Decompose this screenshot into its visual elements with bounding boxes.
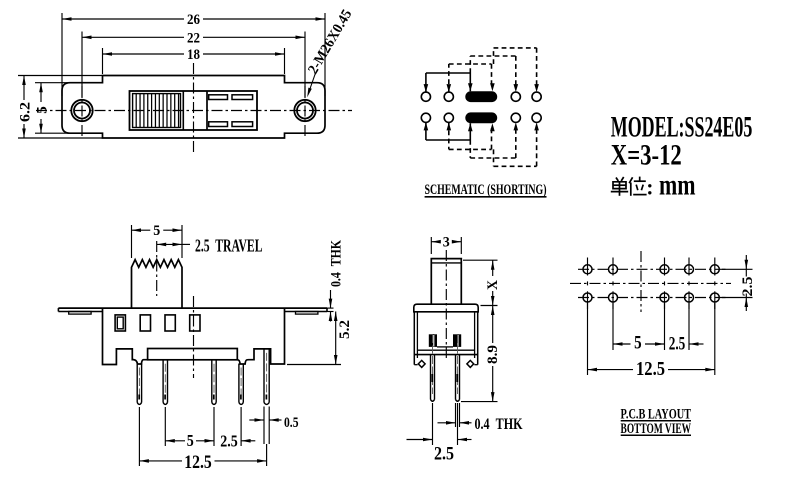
svg-text:12.5: 12.5 [184,452,212,473]
svg-text:2.5: 2.5 [740,277,756,297]
svg-text:6.2: 6.2 [18,102,34,122]
svg-text:18: 18 [187,47,200,63]
svg-text:26: 26 [187,12,200,28]
svg-text:0.4 THK: 0.4 THK [475,416,523,433]
svg-text:5.2: 5.2 [337,320,353,339]
svg-text:0.5: 0.5 [284,415,299,431]
svg-text:2.5: 2.5 [669,333,686,354]
svg-text:BOTTOM VIEW: BOTTOM VIEW [621,421,692,437]
svg-text:5: 5 [35,106,51,114]
svg-text:X=3-12: X=3-12 [611,139,682,171]
svg-text:8.9: 8.9 [485,345,501,364]
svg-text:12.5: 12.5 [636,359,665,380]
svg-text:2.5 TRAVEL: 2.5 TRAVEL [195,236,263,256]
svg-text:mm: mm [659,169,696,202]
svg-text:MODEL:SS24E05: MODEL:SS24E05 [611,112,753,144]
svg-text:5: 5 [634,333,642,354]
svg-text:5: 5 [153,223,160,239]
svg-text:SCHEMATIC (SHORTING): SCHEMATIC (SHORTING) [425,182,547,198]
svg-text:0.4 THK: 0.4 THK [329,240,345,287]
svg-text:P.C.B LAYOUT: P.C.B LAYOUT [621,406,692,422]
svg-text:3: 3 [443,235,450,251]
svg-text:2.5: 2.5 [434,445,454,465]
svg-text:5: 5 [187,431,194,450]
svg-text:22: 22 [187,30,200,46]
svg-text:2.5: 2.5 [220,432,238,451]
svg-text:X: X [485,280,501,290]
